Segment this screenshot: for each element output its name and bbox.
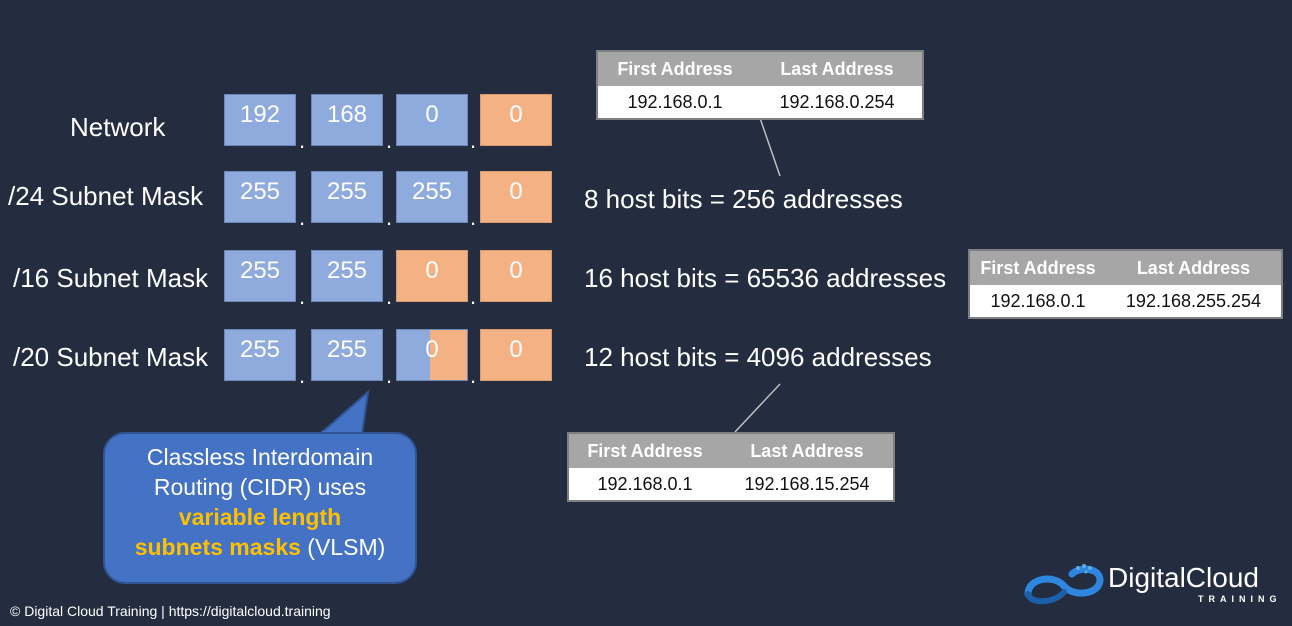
octet-dot: . — [299, 284, 306, 309]
callout-line-2: Routing (CIDR) uses — [153, 474, 367, 500]
callout-line-4: subnets masks (VLSM) — [105, 532, 415, 562]
cidr-callout: Classless Interdomain Routing (CIDR) use… — [103, 432, 417, 584]
address-table-16: First Address Last Address 192.168.0.1 1… — [968, 249, 1283, 319]
address-table-row: 192.168.0.1 192.168.0.254 — [598, 86, 922, 118]
first-address-value: 192.168.0.1 — [990, 290, 1086, 311]
mask20-octet-4: 0 — [480, 329, 552, 381]
host-bits-24: 8 host bits = 256 addresses — [584, 184, 903, 214]
mask16-octet-3: 0 — [396, 250, 468, 302]
address-table-row: 192.168.0.1 192.168.15.254 — [569, 468, 893, 500]
first-address-header: First Address — [980, 257, 1096, 278]
footer-copyright: © Digital Cloud Training | https://digit… — [10, 603, 331, 619]
last-address-value: 192.168.255.254 — [1125, 290, 1262, 311]
brand-name: DigitalCloud — [1108, 562, 1259, 593]
callout-line-1: Classless Interdomain — [146, 444, 374, 470]
row-label-network: Network — [70, 112, 166, 142]
address-table-header: First Address Last Address — [569, 434, 893, 468]
network-octet-4: 0 — [480, 94, 552, 146]
mask16-octet-4: 0 — [480, 250, 552, 302]
last-address-header: Last Address — [750, 440, 864, 461]
octet-dot: . — [386, 284, 393, 309]
first-address-value: 192.168.0.1 — [627, 91, 723, 112]
first-address-value: 192.168.0.1 — [597, 473, 693, 494]
row-label-20: /20 Subnet Mask — [13, 342, 209, 372]
mask20-octet-3-split: 0 — [396, 329, 468, 381]
host-bits-20: 12 host bits = 4096 addresses — [584, 342, 932, 372]
octet-dot: . — [299, 205, 306, 230]
octet-dot: . — [386, 205, 393, 230]
last-address-header: Last Address — [780, 58, 894, 79]
address-table-row: 192.168.0.1 192.168.255.254 — [970, 285, 1281, 317]
address-table-20: First Address Last Address 192.168.0.1 1… — [567, 432, 895, 502]
network-octet-3: 0 — [396, 94, 468, 146]
first-address-header: First Address — [617, 58, 733, 79]
row-label-24: /24 Subnet Mask — [8, 181, 204, 211]
network-octet-2: 168 — [311, 94, 383, 146]
network-octet-1: 192 — [224, 94, 296, 146]
first-address-header: First Address — [587, 440, 703, 461]
octet-dot: . — [470, 363, 477, 388]
octet-dot: . — [470, 205, 477, 230]
mask16-octet-1: 255 — [224, 250, 296, 302]
row-label-16: /16 Subnet Mask — [13, 263, 209, 293]
octet-dot: . — [299, 128, 306, 153]
mask20-octet-1: 255 — [224, 329, 296, 381]
octet-dot: . — [299, 363, 306, 388]
octet-dot: . — [386, 128, 393, 153]
address-table-header: First Address Last Address — [598, 52, 922, 86]
mask20-octet-2: 255 — [311, 329, 383, 381]
callout-highlight: subnets masks — [134, 534, 301, 560]
callout-vlsm: (VLSM) — [300, 534, 386, 560]
brand-logo: DigitalCloud TRAINING — [1020, 560, 1282, 608]
brand-subtitle: TRAINING — [1198, 594, 1282, 604]
mask24-octet-2: 255 — [311, 171, 383, 223]
address-table-24: First Address Last Address 192.168.0.1 1… — [596, 50, 924, 120]
octet-dot: . — [470, 128, 477, 153]
callout-line-3: variable length — [178, 504, 342, 530]
mask24-octet-1: 255 — [224, 171, 296, 223]
connector-line-top — [759, 117, 781, 177]
octet-dot: . — [470, 284, 477, 309]
cloud-infinity-icon — [1024, 564, 1104, 605]
mask16-octet-2: 255 — [311, 250, 383, 302]
last-address-header: Last Address — [1136, 257, 1251, 278]
mask24-octet-4: 0 — [480, 171, 552, 223]
octet-dot: . — [386, 363, 393, 388]
host-bits-16: 16 host bits = 65536 addresses — [584, 263, 947, 293]
connector-line-bottom — [734, 383, 781, 433]
address-table-header: First Address Last Address — [970, 251, 1281, 285]
last-address-value: 192.168.15.254 — [744, 473, 870, 494]
mask24-octet-3: 255 — [396, 171, 468, 223]
last-address-value: 192.168.0.254 — [779, 91, 895, 112]
